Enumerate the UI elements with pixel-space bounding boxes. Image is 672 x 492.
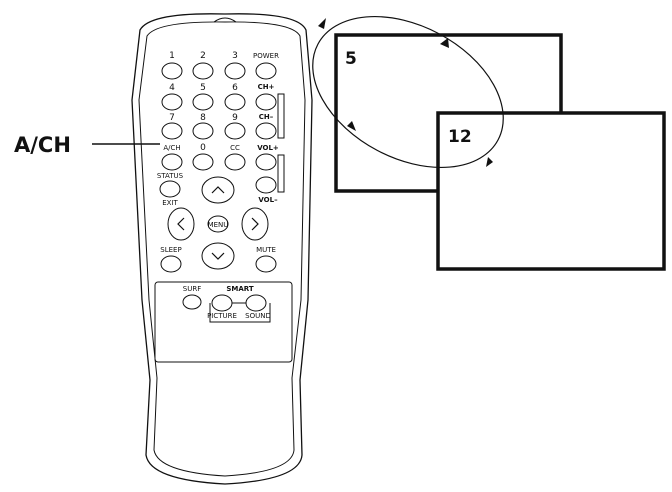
chevron-left-icon xyxy=(177,217,185,231)
ach-button[interactable] xyxy=(161,153,183,171)
digit-label-0: 0 xyxy=(200,143,206,153)
digit-label-8: 8 xyxy=(200,113,206,123)
cc-label: CC xyxy=(230,144,240,152)
digit-3-button[interactable] xyxy=(224,62,246,80)
digit-label-2: 2 xyxy=(200,51,206,61)
swap-arrow-icon-1 xyxy=(318,18,326,29)
swap-arrow-icon-2 xyxy=(440,38,449,48)
power-button[interactable] xyxy=(255,62,277,80)
digit-label-4: 4 xyxy=(169,83,175,93)
smart-picture-button[interactable] xyxy=(211,294,233,312)
power-label: POWER xyxy=(253,52,279,60)
smart-label: SMART xyxy=(226,285,254,293)
menu-label: MENU xyxy=(208,221,229,229)
smart-bracket xyxy=(209,302,271,323)
remote-inner-outline xyxy=(138,21,306,477)
digit-label-9: 9 xyxy=(232,113,238,123)
ch-rocker-frame xyxy=(277,93,285,139)
vol-rocker-frame xyxy=(277,154,285,193)
digit-label-7: 7 xyxy=(169,113,175,123)
digit-1-button[interactable] xyxy=(161,62,183,80)
chevron-down-icon xyxy=(211,252,225,260)
vol-down-label: VOL– xyxy=(258,196,278,204)
chevron-right-icon xyxy=(251,217,259,231)
digit-label-6: 6 xyxy=(232,83,238,93)
swap-arrow-icon-3 xyxy=(347,121,356,131)
left-button[interactable] xyxy=(167,207,195,241)
digit-9-button[interactable] xyxy=(224,122,246,140)
chevron-up-icon xyxy=(211,186,225,194)
down-button[interactable] xyxy=(201,242,235,270)
digit-4-button[interactable] xyxy=(161,93,183,111)
previous-channel-number: 5 xyxy=(345,49,357,69)
digit-label-1: 1 xyxy=(169,51,175,61)
menu-button[interactable] xyxy=(207,215,229,233)
channel-swap-loop xyxy=(312,15,504,169)
ach-label: A/CH xyxy=(163,144,180,152)
smart-panel xyxy=(154,281,293,363)
status-label: STATUS xyxy=(157,172,184,180)
ch-up-button[interactable] xyxy=(255,93,277,111)
digit-label-3: 3 xyxy=(232,51,238,61)
picture-label: PICTURE xyxy=(207,312,237,320)
sleep-button[interactable] xyxy=(160,255,182,273)
ch-up-label: CH+ xyxy=(258,83,275,91)
digit-keypad: 1 2 3 POWER 4 5 6 7 8 9 A/CH 0 CC xyxy=(161,51,279,171)
vol-up-label: VOL+ xyxy=(257,144,279,152)
surf-button[interactable] xyxy=(182,294,202,310)
ach-callout-label: A/CH xyxy=(14,133,71,157)
digit-8-button[interactable] xyxy=(192,122,214,140)
volume-rocker: VOL+ VOL– xyxy=(255,144,285,204)
digit-0-button[interactable] xyxy=(192,153,214,171)
channel-rocker: CH+ CH– xyxy=(255,83,285,140)
ir-window xyxy=(213,17,237,23)
vol-down-button[interactable] xyxy=(255,176,277,194)
navigation-pad: MENU xyxy=(167,176,269,270)
smart-sound-button[interactable] xyxy=(245,294,267,312)
digit-7-button[interactable] xyxy=(161,122,183,140)
swap-arrow-icon-4 xyxy=(486,157,493,167)
tv-screen-current xyxy=(436,111,666,271)
mute-label: MUTE xyxy=(256,246,276,254)
right-button[interactable] xyxy=(241,207,269,241)
vol-up-button[interactable] xyxy=(255,153,277,171)
sleep-label: SLEEP xyxy=(160,246,181,254)
digit-5-button[interactable] xyxy=(192,93,214,111)
digit-2-button[interactable] xyxy=(192,62,214,80)
digit-6-button[interactable] xyxy=(224,93,246,111)
up-button[interactable] xyxy=(201,176,235,204)
digit-label-5: 5 xyxy=(200,83,206,93)
exit-label: EXIT xyxy=(162,199,178,207)
mute-button[interactable] xyxy=(255,255,277,273)
cc-button[interactable] xyxy=(224,153,246,171)
status-exit-button[interactable] xyxy=(159,180,181,198)
ch-down-label: CH– xyxy=(259,113,274,121)
sound-label: SOUND xyxy=(245,312,271,320)
current-channel-number: 12 xyxy=(448,127,472,147)
surf-label: SURF xyxy=(183,285,201,293)
ch-down-button[interactable] xyxy=(255,122,277,140)
